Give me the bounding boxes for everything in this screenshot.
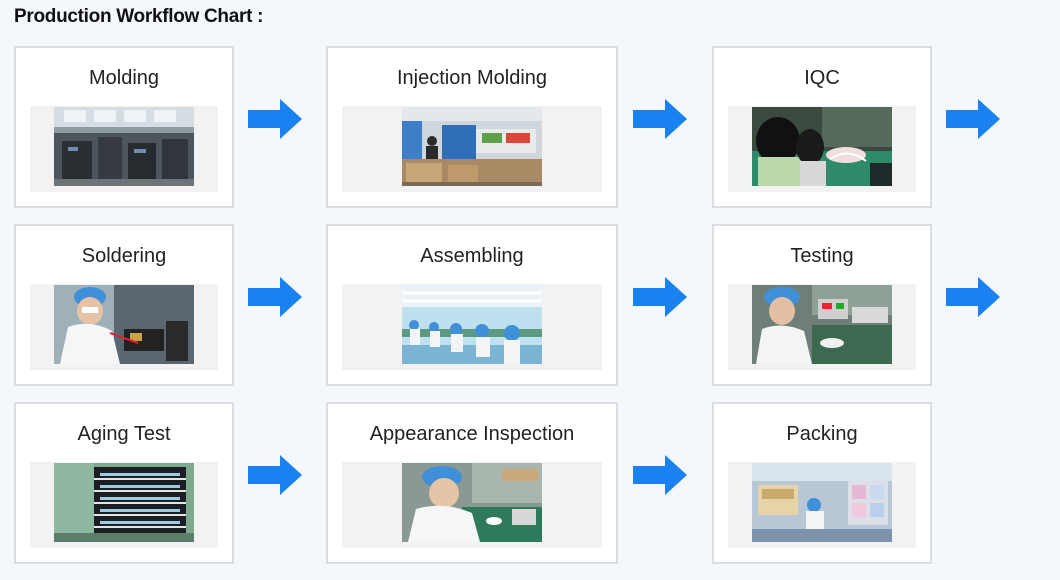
- photo-frame: [728, 284, 916, 370]
- arrow-right-icon: [633, 277, 687, 317]
- photo-frame: [30, 462, 218, 548]
- arrow-right-icon: [248, 277, 302, 317]
- step-card-packing: Packing: [712, 402, 932, 564]
- assembly-line-photo: [402, 285, 542, 364]
- step-label: Aging Test: [77, 423, 171, 445]
- step-label: Soldering: [81, 245, 167, 267]
- step-card-aging-test: Aging Test: [14, 402, 234, 564]
- arrow-right-icon: [633, 99, 687, 139]
- inspection-workers-photo: [752, 107, 892, 186]
- arrow-right-icon: [248, 99, 302, 139]
- step-card-soldering: Soldering: [14, 224, 234, 386]
- arrow-right-icon: [633, 455, 687, 495]
- photo-frame: [30, 106, 218, 192]
- step-label: Molding: [88, 67, 160, 89]
- packing-area-photo: [752, 463, 892, 542]
- step-label: Appearance Inspection: [369, 423, 575, 445]
- step-card-testing: Testing: [712, 224, 932, 386]
- step-label: Injection Molding: [396, 67, 548, 89]
- step-card-iqc: IQC: [712, 46, 932, 208]
- step-card-molding: Molding: [14, 46, 234, 208]
- arrow-right-icon: [248, 455, 302, 495]
- testing-worker-photo: [752, 285, 892, 364]
- photo-frame: [728, 462, 916, 548]
- photo-frame: [30, 284, 218, 370]
- factory-floor-photo: [54, 107, 194, 186]
- step-label: IQC: [804, 67, 840, 89]
- page-title: Production Workflow Chart :: [14, 6, 264, 27]
- appearance-inspection-photo: [402, 463, 542, 542]
- photo-frame: [728, 106, 916, 192]
- step-card-appearance-inspection: Appearance Inspection: [326, 402, 618, 564]
- step-card-assembling: Assembling: [326, 224, 618, 386]
- step-label: Packing: [786, 423, 858, 445]
- aging-rack-photo: [54, 463, 194, 542]
- soldering-worker-photo: [54, 285, 194, 364]
- injection-machine-photo: [402, 107, 542, 186]
- photo-frame: [342, 462, 602, 548]
- step-label: Testing: [790, 245, 854, 267]
- step-label: Assembling: [420, 245, 524, 267]
- photo-frame: [342, 284, 602, 370]
- arrow-right-icon: [946, 277, 1000, 317]
- arrow-right-icon: [946, 99, 1000, 139]
- photo-frame: [342, 106, 602, 192]
- step-card-injection-molding: Injection Molding: [326, 46, 618, 208]
